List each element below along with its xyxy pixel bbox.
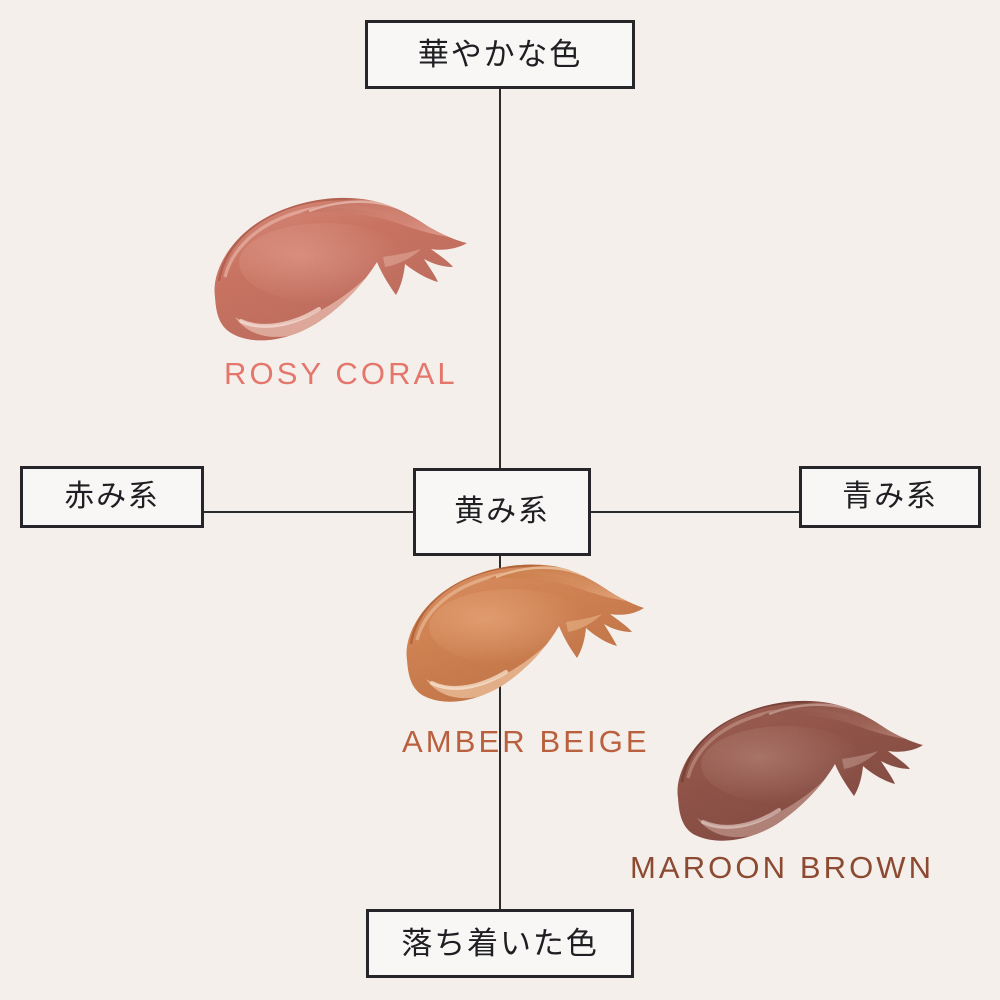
axis-label-right: 青み系 (799, 466, 981, 528)
axis-label-left: 赤み系 (20, 466, 204, 528)
axis-label-bottom: 落ち着いた色 (366, 909, 634, 978)
product-name-rosy-coral: ROSY CORAL (224, 356, 458, 391)
axis-label-center: 黄み系 (413, 468, 591, 556)
product-name-amber-beige: AMBER BEIGE (402, 724, 650, 759)
swatch-shimmer (214, 197, 467, 341)
axis-line-vertical-top (499, 89, 501, 468)
axis-label-left-text: 赤み系 (64, 480, 160, 513)
axis-label-center-text: 黄み系 (454, 495, 550, 528)
axis-label-right-text: 青み系 (842, 480, 938, 513)
swatch-amber-beige (406, 564, 644, 702)
axis-label-top-text: 華やかな色 (417, 37, 583, 72)
axis-line-vertical-bottom (499, 556, 501, 909)
product-name-maroon-brown: MAROON BROWN (630, 850, 935, 885)
axis-line-horizontal-right (590, 511, 800, 513)
axis-label-bottom-text: 落ち着いた色 (401, 926, 599, 961)
swatch-shimmer (406, 564, 644, 702)
swatch-shimmer (677, 700, 923, 841)
swatch-rosy-coral (214, 197, 467, 341)
axis-label-top: 華やかな色 (365, 20, 635, 89)
axis-line-horizontal-left (203, 511, 414, 513)
swatch-maroon-brown (677, 700, 923, 841)
